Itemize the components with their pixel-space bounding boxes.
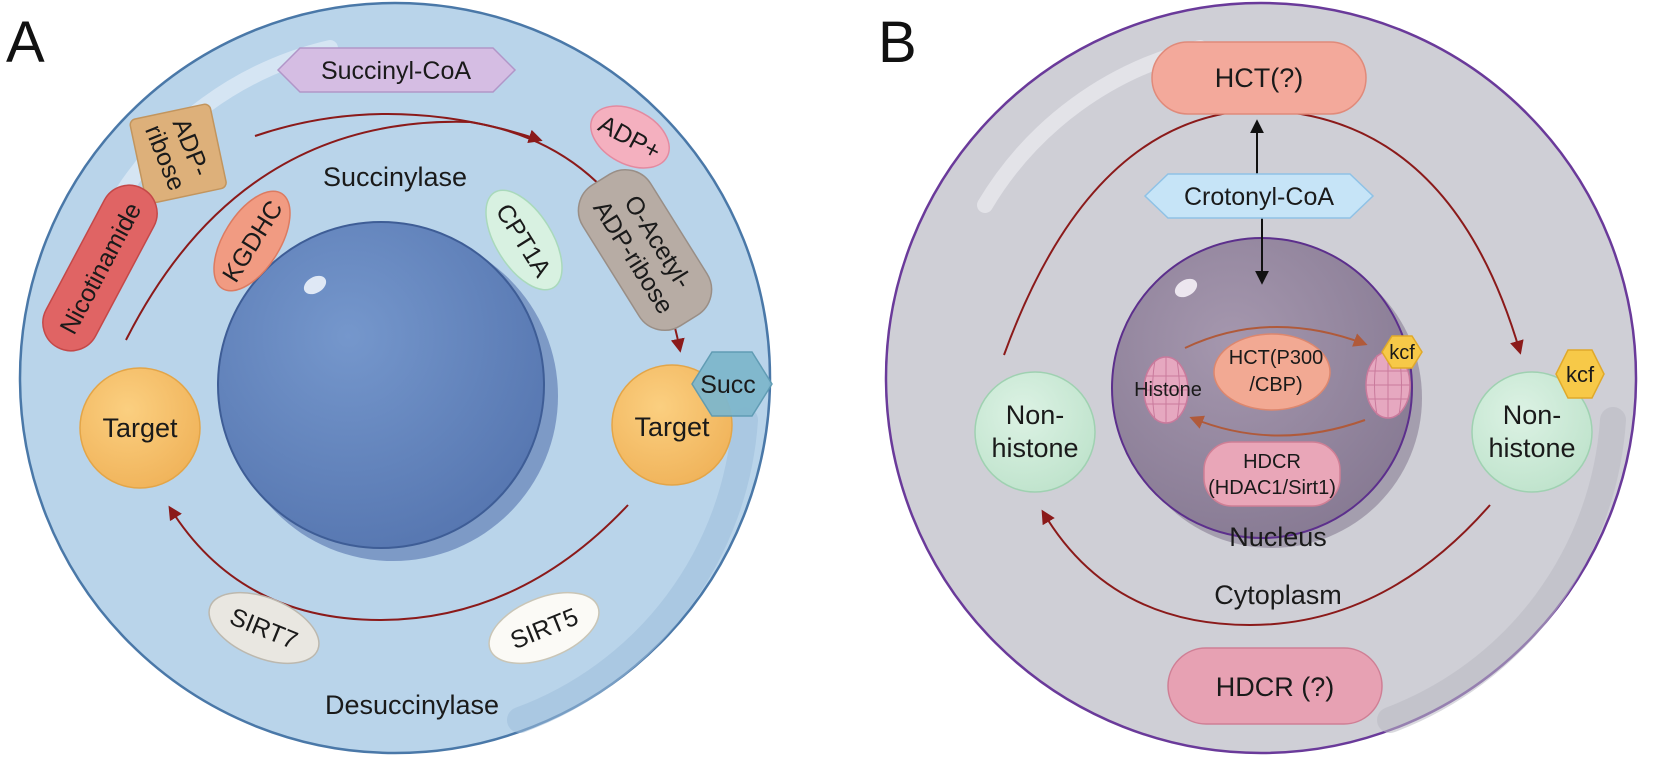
adp-plus-shape <box>590 105 670 169</box>
hdcr-unknown-pill <box>1167 647 1383 725</box>
hct-unknown-label: HCT(?) <box>1215 63 1304 93</box>
kcf-inner-label: kcf <box>1389 342 1415 364</box>
cell-a-shadow <box>507 407 758 733</box>
succ-hexagon <box>691 351 773 417</box>
histone-right-mesh <box>1366 352 1410 418</box>
panel-b-letter: B <box>878 10 917 75</box>
kgdhc-shape <box>213 190 291 292</box>
nicotinamide-pill: Nicotinamide <box>42 184 158 352</box>
arrow-desuccinylase <box>168 504 629 622</box>
histone-label: Histone <box>1134 379 1202 401</box>
panel-a: A Succinyl-CoA ADP- ribose ADP+ <box>6 1 773 755</box>
arrow-decrotonylation <box>1041 504 1491 627</box>
nucleus-a <box>217 221 545 549</box>
hct-p300-oval <box>1213 333 1331 411</box>
kcf-outer-label: kcf <box>1566 362 1595 387</box>
succ-label: Succ <box>700 371 756 399</box>
nonhistone-right-circle <box>1471 371 1593 493</box>
arrow-hct-inner <box>1184 326 1368 349</box>
sirt5-pill: SIRT5 <box>488 591 600 665</box>
crotonyl-coa-hexagon <box>1143 173 1375 219</box>
sirt7-pill: SIRT7 <box>208 591 320 665</box>
sirt5-shape <box>488 591 600 665</box>
cell-b-shadow <box>1377 407 1626 733</box>
nonhistone-left-label-2: histone <box>991 433 1078 463</box>
cpt1a-shape <box>485 189 563 291</box>
succinylase-label: Succinylase <box>323 162 467 192</box>
target-right-label: Target <box>634 412 710 442</box>
hct-p300-label-1: HCT(P300 <box>1229 347 1323 369</box>
panel-b: B HCT(?) Crotonyl-CoA Histo <box>878 1 1638 755</box>
hdcr-unknown-label: HDCR (?) <box>1216 672 1335 702</box>
hdcr-inner-label-1: HDCR <box>1243 451 1301 473</box>
nucleus-a-glint <box>303 275 327 295</box>
desuccinylase-label: Desuccinylase <box>325 690 499 720</box>
kcf-outer-hexagon <box>1555 349 1605 399</box>
target-left-label: Target <box>102 413 178 443</box>
oacetyl-shape <box>577 169 713 331</box>
succinyl-coa-hexagon <box>276 47 517 93</box>
crotonyl-coa-label: Crotonyl-CoA <box>1184 183 1334 211</box>
succinyl-coa-label: Succinyl-CoA <box>321 57 471 85</box>
histone-left-mesh <box>1144 357 1188 423</box>
nonhistone-right-label-2: histone <box>1488 433 1575 463</box>
sirt7-shape <box>208 591 320 665</box>
nucleus-label: Nucleus <box>1229 522 1327 552</box>
panel-a-letter: A <box>6 10 45 75</box>
nonhistone-left-circle <box>974 371 1096 493</box>
nonhistone-left-label-1: Non- <box>1006 400 1065 430</box>
cytoplasm-label: Cytoplasm <box>1214 580 1342 610</box>
target-left-circle <box>79 367 201 489</box>
hdcr-inner-pill <box>1203 441 1341 507</box>
nucleus-b-glint <box>1174 278 1198 298</box>
hdcr-inner-label-2: (HDAC1/Sirt1) <box>1208 477 1336 499</box>
kcf-inner-hexagon <box>1381 335 1423 369</box>
nicotinamide-shape <box>42 184 158 352</box>
adp-ribose-shape <box>129 103 227 204</box>
hct-p300-label-2: /CBP) <box>1249 374 1302 396</box>
histone-left <box>1143 356 1189 424</box>
adp-ribose-box: ADP- ribose <box>129 103 227 204</box>
hct-unknown-pill <box>1151 41 1367 115</box>
arrow-hdcr-inner <box>1189 415 1366 437</box>
nonhistone-right-label-1: Non- <box>1503 400 1562 430</box>
